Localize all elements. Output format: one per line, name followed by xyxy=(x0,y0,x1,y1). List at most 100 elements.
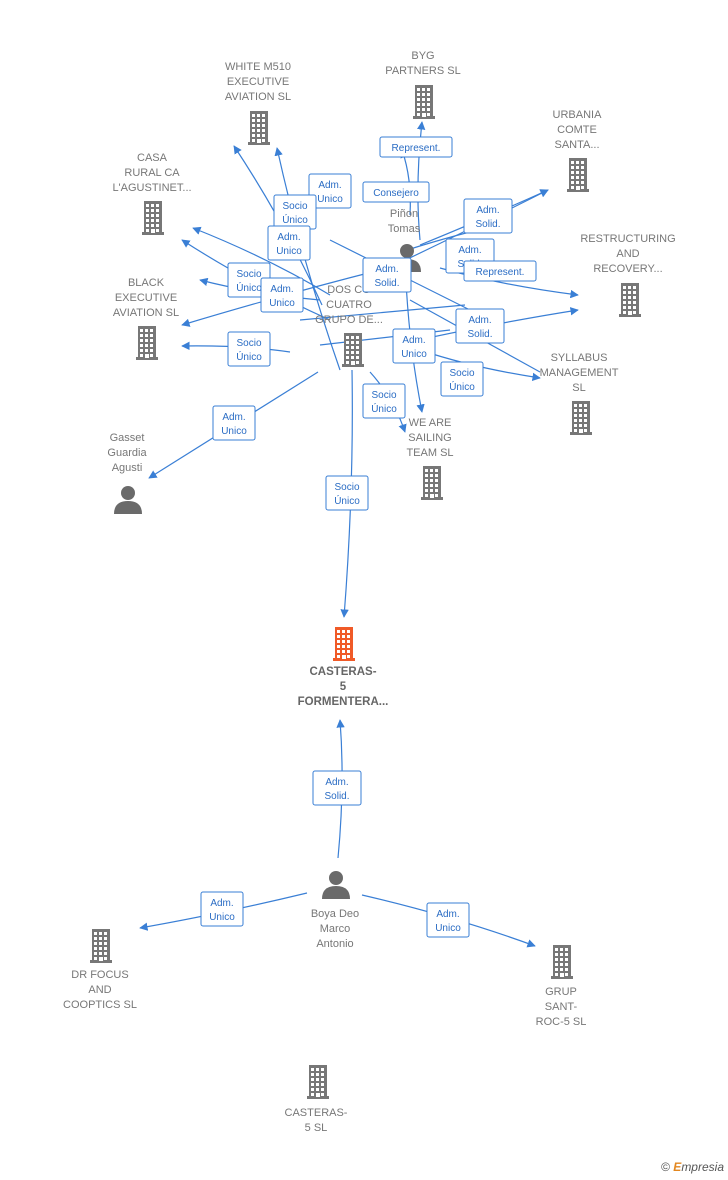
edge-label-text: Solid. xyxy=(467,329,492,340)
node-grup[interactable]: GRUP SANT- ROC-5 SL xyxy=(536,945,587,1028)
edge-label-e3[interactable]: Represent. xyxy=(379,136,453,158)
node-restructuring[interactable]: RESTRUCTURINGANDRECOVERY... xyxy=(580,233,676,317)
edge-arrow-e1 xyxy=(274,147,341,371)
node-label: Piñon xyxy=(390,208,418,220)
edge-label-e6[interactable]: Adm.Unico xyxy=(267,225,311,261)
edge-label-box xyxy=(463,260,537,282)
node-label: Boya Deo xyxy=(311,908,359,920)
edge-label-e20[interactable]: Adm.Solid. xyxy=(312,770,362,806)
edge-label-box xyxy=(200,891,244,927)
node-casteras5sl[interactable]: CASTERAS-5 SL xyxy=(285,1065,348,1134)
node-label: CASTERAS- xyxy=(285,1107,348,1119)
edge-label-text: Adm. xyxy=(476,205,499,216)
node-label: SL xyxy=(572,382,585,394)
node-label: BLACK xyxy=(128,277,165,289)
node-label: CUATRO xyxy=(326,299,372,311)
edge-label-e1[interactable]: Adm.Unico xyxy=(308,173,352,209)
node-label: Agusti xyxy=(112,462,143,474)
edge-label-text: Adm. xyxy=(402,335,425,346)
node-label: WHITE M510 xyxy=(225,61,291,73)
edge-label-e4[interactable]: Consejero xyxy=(362,181,430,203)
edge-label-text: Unico xyxy=(221,426,247,437)
edge-label-box xyxy=(392,328,436,364)
edge-label-box xyxy=(212,405,256,441)
node-casteras5f[interactable]: CASTERAS-5FORMENTERA... xyxy=(298,627,389,708)
edge-label-box xyxy=(325,475,369,511)
edge-label-text: Único xyxy=(282,213,308,226)
node-label: WE ARE xyxy=(409,417,452,429)
edge-label-e21[interactable]: Adm. Unico xyxy=(200,891,244,927)
building-icon xyxy=(90,929,112,963)
edge-label-text: Adm. xyxy=(210,898,233,909)
node-label: PARTNERS SL xyxy=(385,65,460,77)
node-label: Gasset xyxy=(110,432,145,444)
node-label: EXECUTIVE xyxy=(227,76,289,88)
building-icon xyxy=(421,466,443,500)
edge-label-text: Único xyxy=(236,350,262,363)
edge-label-text: Único xyxy=(371,402,397,415)
node-label: RECOVERY... xyxy=(593,263,662,275)
copyright-icon: © xyxy=(661,1160,670,1174)
building-icon xyxy=(333,627,355,661)
empresia-brand[interactable]: © Empresia xyxy=(661,1160,724,1174)
person-icon xyxy=(114,486,142,514)
edge-label-text: Adm. xyxy=(318,180,341,191)
edge-label-text: Unico xyxy=(269,298,295,309)
edge-label-box xyxy=(362,383,406,419)
node-label: DOS CO xyxy=(327,284,371,296)
edge-label-e5[interactable]: Adm. Solid. xyxy=(463,198,513,234)
edge-label-text: Socio xyxy=(449,368,474,379)
edge-label-text: Solid. xyxy=(475,219,500,230)
edge-label-text: Adm. xyxy=(277,232,300,243)
edge-label-text: Socio xyxy=(371,390,396,401)
edge-label-e17[interactable]: Adm.Solid. xyxy=(455,308,505,344)
edge-label-text: Unico xyxy=(401,349,427,360)
edge-label-e13[interactable]: Adm.Solid. xyxy=(362,257,412,293)
edge-label-text: Adm. xyxy=(325,777,348,788)
building-icon xyxy=(142,201,164,235)
edge-connector-line xyxy=(299,304,466,321)
edge-label-e9[interactable]: Represent. xyxy=(463,260,537,282)
edge-label-box xyxy=(455,308,505,344)
edge-label-e22[interactable]: Adm.Unico xyxy=(426,902,470,938)
node-label: Guardia xyxy=(107,447,147,459)
building-icon xyxy=(570,401,592,435)
node-label: ROC-5 SL xyxy=(536,1016,587,1028)
edge-label-text: Represent. xyxy=(476,267,525,278)
edge-label-text: Unico xyxy=(209,912,235,923)
node-label: Antonio xyxy=(316,938,353,950)
edge-label-box xyxy=(227,331,271,367)
edge-label-e14[interactable]: Adm. Unico xyxy=(392,328,436,364)
node-label: AND xyxy=(88,984,111,996)
node-label: GRUP xyxy=(545,986,577,998)
edge-label-text: Socio xyxy=(334,482,359,493)
node-label: CASA xyxy=(137,152,168,164)
building-icon xyxy=(248,111,270,145)
edge-label-e11[interactable]: Adm.Unico xyxy=(260,277,304,313)
node-label: 5 xyxy=(340,681,347,693)
node-label: SANT- xyxy=(545,1001,578,1013)
edge-label-e19[interactable]: Adm.Unico xyxy=(212,405,256,441)
node-urbania[interactable]: URBANIACOMTESANTA... xyxy=(553,109,603,192)
edge-label-text: Adm. xyxy=(436,909,459,920)
edge-label-box xyxy=(426,902,470,938)
edge-label-box xyxy=(440,361,484,397)
person-icon xyxy=(322,871,350,899)
edge-label-text: Adm. xyxy=(458,245,481,256)
